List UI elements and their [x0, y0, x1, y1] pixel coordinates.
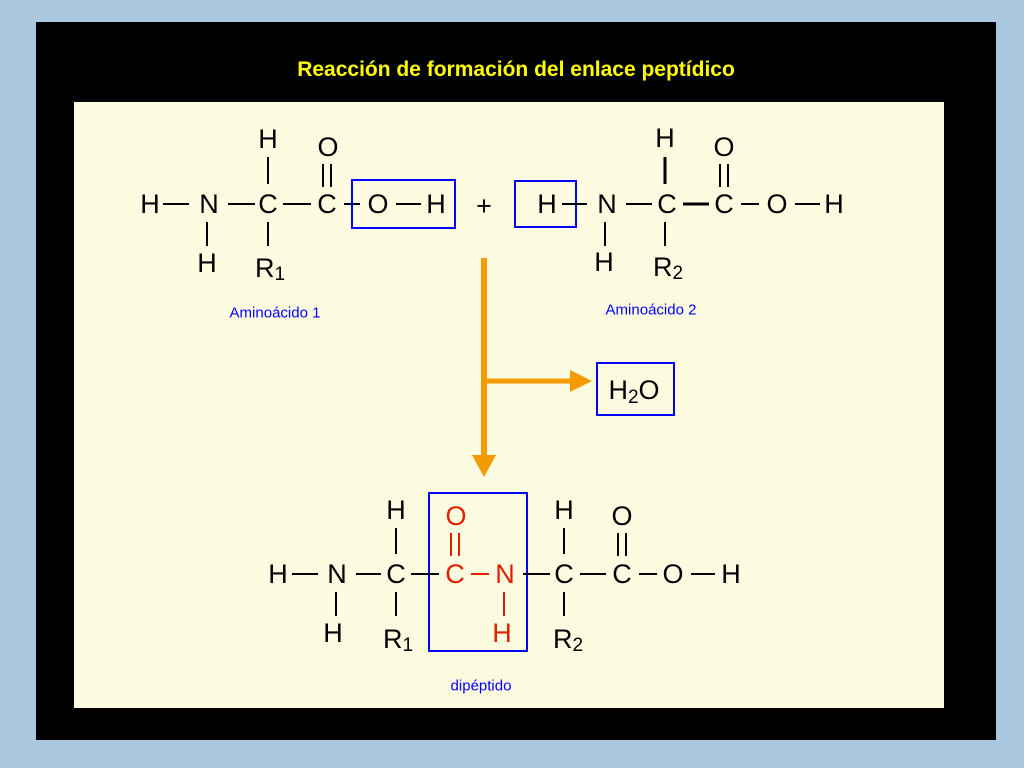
aa1-label: Aminoácido 1 [230, 305, 321, 322]
water-formula: H2O [608, 375, 659, 408]
slide-title: Reacción de formación del enlace peptídi… [297, 58, 735, 81]
water-highlight-box [596, 362, 675, 416]
dp-c-alpha1: C [386, 559, 406, 589]
aa1-o-hydroxyl: O [367, 189, 388, 219]
aa2-h-left: H [537, 189, 557, 219]
dp-c-peptide: C [445, 559, 465, 589]
dp-c-carbonyl: C [612, 559, 632, 589]
dp-r1: R1 [383, 624, 413, 656]
aa2-h-hydroxyl: H [824, 189, 844, 219]
aa2-c-carbonyl: C [714, 189, 734, 219]
reaction-arrowhead [472, 455, 496, 477]
aa1-h-amine: H [197, 248, 217, 278]
dp-n1: N [327, 559, 347, 589]
dp-r2: R2 [553, 624, 583, 656]
aa1-h-top: H [258, 124, 278, 154]
peptide-bond-highlight-box [428, 492, 528, 652]
aa1-c-alpha: C [258, 189, 278, 219]
dipeptide-label: dipéptido [451, 678, 512, 695]
aa1-r1: R1 [255, 253, 285, 285]
dp-h-top1: H [386, 495, 406, 525]
aa2-h-top: H [655, 123, 675, 153]
aa1-h-hydroxyl: H [426, 189, 446, 219]
slide: Reacción de formación del enlace peptídi… [36, 22, 996, 740]
aa1-c-carbonyl: C [317, 189, 337, 219]
aa1-n: N [199, 189, 219, 219]
dp-c-alpha2: C [554, 559, 574, 589]
aa2-h-amine: H [594, 247, 614, 277]
dp-h-left: H [268, 559, 288, 589]
plus-sign: + [476, 191, 492, 221]
aa2-o-carbonyl: O [713, 132, 734, 162]
aa2-c-alpha: C [657, 189, 677, 219]
aa1-oh-highlight-box [351, 179, 456, 229]
aa1-o-carbonyl: O [317, 132, 338, 162]
aa1-h-left: H [140, 189, 160, 219]
water-arrowhead [570, 370, 592, 392]
dp-n-peptide: N [495, 559, 515, 589]
aa2-n: N [597, 189, 617, 219]
dp-o-peptide: O [445, 501, 466, 531]
dp-o-hydroxyl: O [662, 559, 683, 589]
aa2-label: Aminoácido 2 [606, 302, 697, 319]
aa2-r2: R2 [653, 252, 683, 284]
dp-h-peptide: H [492, 618, 512, 648]
dp-h-hydroxyl: H [721, 559, 741, 589]
dp-h-top2: H [554, 495, 574, 525]
dp-h-amine: H [323, 618, 343, 648]
aa2-o-hydroxyl: O [766, 189, 787, 219]
dp-o-carbonyl: O [611, 501, 632, 531]
